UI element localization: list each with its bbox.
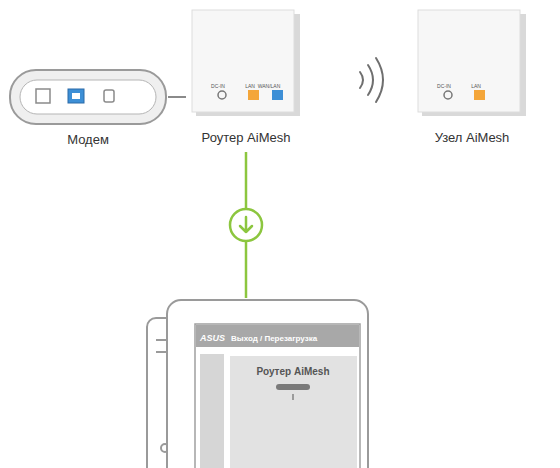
mesh-node-device: Узел AiMesh [412,8,532,150]
node-label: Модем [67,132,109,147]
router-panel: Роутер AiMesh [230,356,357,468]
node-label: Роутер AiMesh [257,366,330,377]
node-art [412,8,532,150]
port-label: DC-IN [211,83,225,89]
router-art [186,8,306,150]
port-label: DC-IN [437,83,451,89]
connector [230,152,262,298]
port-label: WAN/LAN [258,83,281,89]
router-device: Роутер AiMesh [186,8,306,150]
node-label: Выход / Перезагрузка [231,334,317,343]
modem-device: Модем [8,68,168,152]
node-label: Роутер AiMesh [202,130,291,145]
node-label: ASUS [200,333,225,343]
wifi-symbol [360,58,383,102]
computer-monitor: ASUS Выход / ПерезагрузкаРоутер AiMesh [165,298,370,468]
port-label: LAN [245,83,255,89]
port-label: LAN [471,83,481,89]
connector [168,97,186,98]
node-label: Узел AiMesh [435,130,510,145]
